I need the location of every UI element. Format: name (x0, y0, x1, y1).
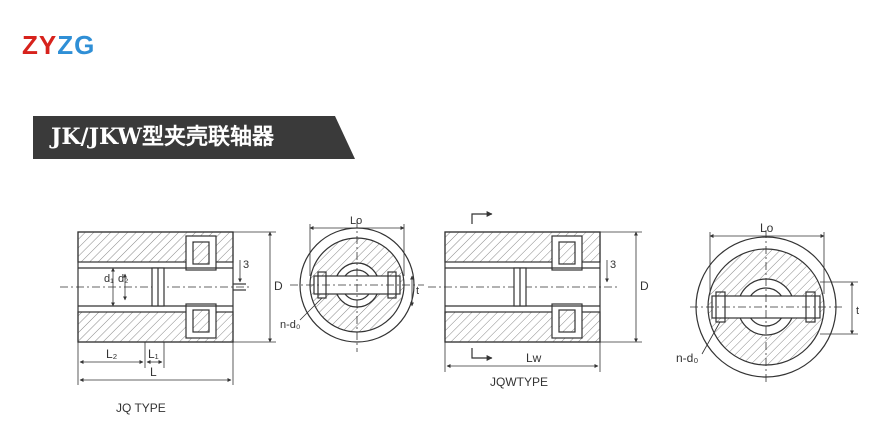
label-L: L (150, 365, 157, 379)
banner-background (33, 116, 355, 159)
jq-side-view (60, 231, 250, 343)
jqw-side-view (428, 211, 618, 361)
label-d2: d₂ (118, 273, 128, 285)
logo-part-2: Z (57, 30, 75, 60)
jq-caption: JQ TYPE (116, 401, 166, 415)
label-L2: L₂ (106, 347, 118, 361)
label-jqw-D: D (640, 279, 649, 293)
jqw-caption: JQWTYPE (490, 375, 548, 389)
brand-logo: ZYZG (22, 30, 95, 60)
technical-drawing: d₁ d₂ 3 D L₂ L₁ L JQ TYPE Lo t n-d₀ (60, 211, 859, 415)
logo-part-1: ZY (22, 30, 58, 60)
end-view-2-dims (701, 232, 858, 355)
label-jq-D: D (274, 279, 283, 293)
label-jqw-3: 3 (610, 259, 616, 271)
jq-dimensions (77, 231, 276, 385)
section-banner: JK/JKW型夹壳联轴器 (33, 116, 355, 159)
label-Lo-2: Lo (760, 221, 774, 235)
label-t-2: t (856, 305, 859, 317)
end-view-1-dims (299, 224, 414, 321)
end-view-1 (290, 220, 424, 352)
label-L1: L₁ (148, 347, 159, 361)
label-t-1: t (416, 285, 419, 297)
label-Lo-1: Lo (350, 215, 362, 227)
end-view-2 (690, 230, 842, 385)
logo-part-3: G (74, 30, 96, 60)
label-Lw: Lw (526, 351, 542, 365)
label-jq-3: 3 (243, 259, 249, 271)
banner-title: JK/JKW型夹壳联轴器 (51, 124, 275, 150)
jqw-dimensions (444, 231, 642, 372)
label-d1: d₁ (104, 273, 114, 285)
label-nd-1: n-d₀ (280, 319, 300, 331)
label-nd-2: n-d₀ (676, 351, 698, 365)
